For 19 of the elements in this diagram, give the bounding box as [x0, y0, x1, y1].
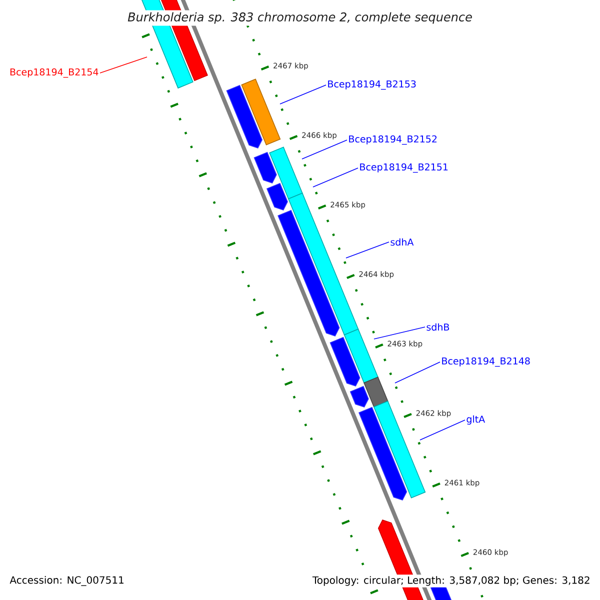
leader-line: [374, 326, 426, 340]
accession-text: Accession: NC_007511: [8, 574, 126, 588]
gene-label: gltA: [466, 415, 486, 425]
gene-label: sdhB: [426, 323, 450, 331]
leader-line: [346, 242, 390, 258]
gene-label: Bcep18194_B2154: [10, 68, 98, 78]
title: Burkholderia sp. 383 chromosome 2, complete sequence: [126, 10, 474, 26]
leader-line: [302, 140, 348, 160]
leader-line: [312, 168, 358, 188]
gene-label: Bcep18194_B2153: [328, 80, 416, 90]
leader-line: [394, 362, 440, 384]
gene-label: Bcep18194_B2148: [442, 357, 530, 367]
gene-label: sdhA: [390, 238, 414, 246]
gene-label: Bcep18194_B2152: [349, 135, 437, 145]
leader-line: [280, 84, 326, 104]
leader-line: [420, 420, 466, 440]
topology-text: Topology: circular; Length: 3,587,082 bp; Genes: 3,182: [310, 574, 592, 588]
gene-label: Bcep18194_B2151: [360, 163, 448, 173]
leader-line: [100, 56, 148, 74]
